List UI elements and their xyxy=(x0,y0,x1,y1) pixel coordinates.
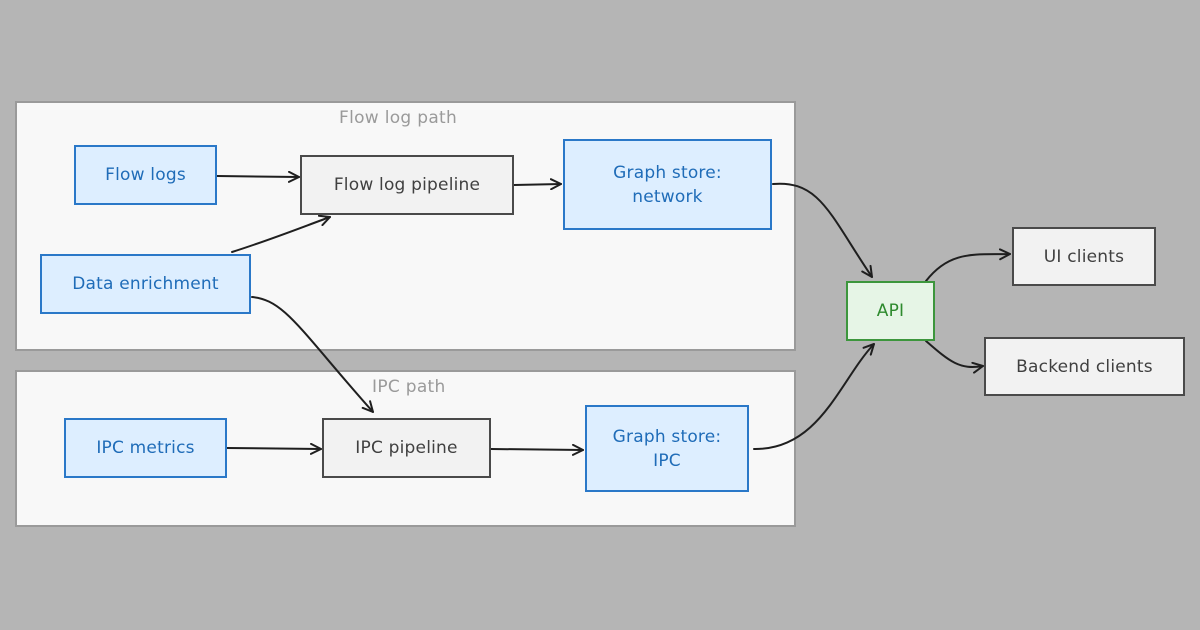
api-node[interactable]: API xyxy=(846,281,935,341)
graph-store-ipc-node[interactable]: Graph store: IPC xyxy=(585,405,749,492)
edge-api-to-ui-clients xyxy=(925,248,1011,282)
graph-store-network-node[interactable]: Graph store: network xyxy=(563,139,772,230)
edge-api-to-backend-clients xyxy=(925,340,984,374)
flow-logs-node[interactable]: Flow logs xyxy=(74,145,217,205)
ipc-pipeline-node[interactable]: IPC pipeline xyxy=(322,418,491,478)
ipc-metrics-node[interactable]: IPC metrics xyxy=(64,418,227,478)
flow-log-pipeline-node[interactable]: Flow log pipeline xyxy=(300,155,514,215)
data-enrichment-node[interactable]: Data enrichment xyxy=(40,254,251,314)
ui-clients-node[interactable]: UI clients xyxy=(1012,227,1156,286)
ipc-path-label: IPC path xyxy=(372,377,446,397)
backend-clients-node[interactable]: Backend clients xyxy=(984,337,1185,396)
flow-log-path-label: Flow log path xyxy=(339,108,458,128)
